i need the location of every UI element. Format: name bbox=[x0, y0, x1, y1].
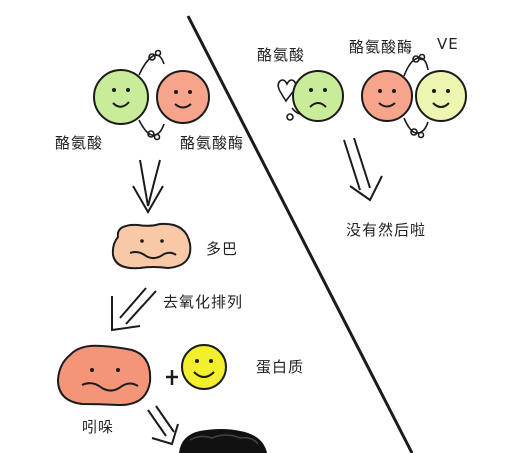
bond-squiggle-right bbox=[403, 53, 429, 139]
label-nothing-happens: 没有然后啦 bbox=[346, 221, 427, 239]
label-tyrosine-right: 酪氨酸 bbox=[257, 46, 306, 64]
arrow-down-right-side bbox=[343, 137, 383, 202]
orange-face-tyrosinase-right bbox=[361, 70, 413, 122]
yellow-face-protein bbox=[181, 344, 227, 390]
arrow-down-right-bottom bbox=[147, 405, 179, 446]
label-tyrosinase-left: 酪氨酸酶 bbox=[180, 134, 245, 152]
bond-squiggle-left bbox=[138, 49, 165, 141]
pale-yellow-face-ve bbox=[415, 70, 467, 122]
label-ve: VE bbox=[437, 35, 459, 53]
label-protein: 蛋白质 bbox=[256, 358, 305, 376]
green-face-tyrosine-left bbox=[93, 69, 149, 125]
label-indole: 吲哚 bbox=[82, 418, 115, 436]
label-tyrosinase-right: 酪氨酸酶 bbox=[349, 38, 414, 56]
dark-blob-bottom bbox=[178, 429, 268, 453]
green-face-sad-tyrosine-right bbox=[292, 70, 344, 122]
label-tyrosine-left: 酪氨酸 bbox=[55, 134, 104, 152]
plus-sign bbox=[166, 370, 178, 385]
arrow-diagonal-left bbox=[111, 287, 157, 332]
divider-line bbox=[186, 15, 414, 453]
salmon-blob-indole bbox=[56, 344, 152, 407]
peach-blob-dopa bbox=[111, 222, 192, 270]
label-dopa: 多巴 bbox=[206, 240, 239, 258]
arrow-down-left-1 bbox=[132, 159, 164, 215]
orange-face-tyrosinase-left bbox=[156, 70, 210, 124]
label-desaturate: 去氧化排列 bbox=[163, 293, 244, 311]
